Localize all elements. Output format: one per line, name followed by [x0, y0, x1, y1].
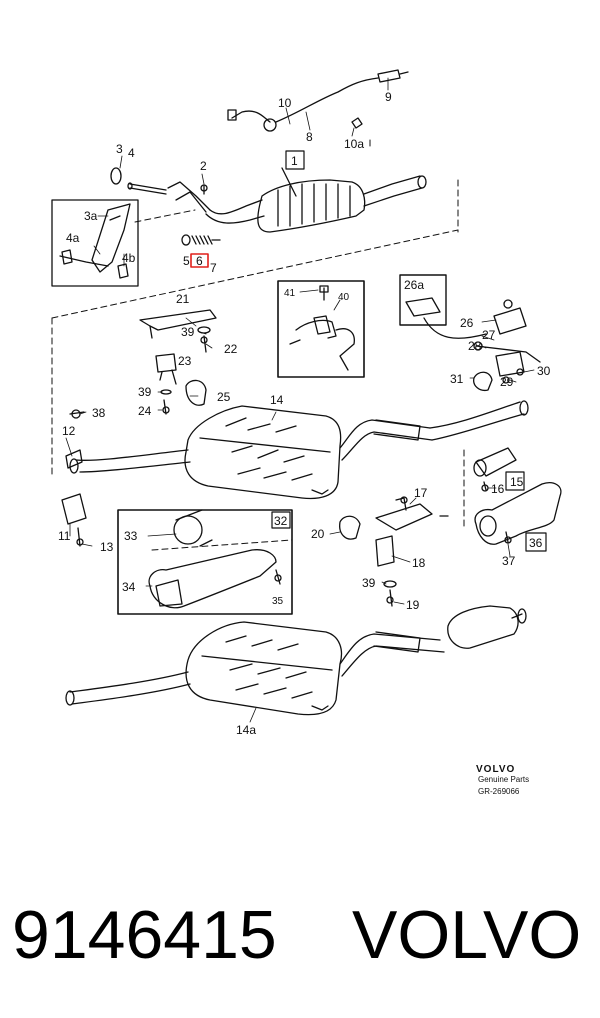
label-14a: 14a	[236, 723, 256, 737]
lower-muffler-assembly	[65, 605, 527, 716]
rear-hanger-parts	[473, 299, 541, 392]
part-number: 9146415	[12, 897, 277, 973]
label-10: 10	[278, 96, 292, 110]
label-28: 28	[468, 339, 482, 353]
label-10a: 10a	[344, 137, 364, 151]
front-flange-parts	[110, 167, 167, 195]
catalytic-converter-pipe	[167, 167, 427, 233]
label-8: 8	[306, 130, 313, 144]
bracket-inset	[51, 199, 139, 287]
rear-muffler-assembly	[69, 400, 529, 500]
label-7: 7	[210, 261, 217, 275]
part-1-box	[285, 150, 305, 170]
leader-lines	[65, 77, 535, 723]
label-1: 1	[291, 154, 298, 168]
label-12: 12	[62, 424, 76, 438]
label-35: 35	[272, 596, 284, 607]
label-11: 11	[58, 529, 71, 543]
part-labels: 10 9 8 10a 3 4 2 1 3a 4a 4b 5 6 7 41 40 …	[58, 90, 551, 737]
label-2: 2	[200, 159, 207, 173]
label-15: 15	[510, 475, 524, 489]
brand-logo-text: VOLVO	[476, 764, 515, 775]
single-tailpipe	[473, 447, 525, 492]
tailpipe-inset	[117, 509, 293, 615]
brand-name: VOLVO	[352, 897, 582, 973]
label-40: 40	[338, 292, 350, 303]
label-21: 21	[176, 292, 190, 306]
label-6: 6	[196, 254, 203, 268]
label-4b: 4b	[122, 251, 136, 265]
label-39-top: 39	[181, 325, 195, 339]
label-13: 13	[100, 540, 114, 554]
label-20: 20	[311, 527, 325, 541]
label-14: 14	[270, 393, 284, 407]
dashed-group-frame	[51, 139, 465, 551]
exhaust-system-diagram: 10 9 8 10a 3 4 2 1 3a 4a 4b 5 6 7 41 40 …	[51, 69, 562, 796]
label-4a: 4a	[66, 231, 80, 245]
label-17: 17	[414, 486, 428, 500]
label-41: 41	[284, 288, 296, 299]
dual-tailpipe	[474, 482, 562, 552]
label-27: 27	[482, 328, 496, 342]
volvo-brand-block: VOLVO Genuine Parts GR-269066	[476, 764, 529, 796]
label-34: 34	[122, 580, 136, 594]
label-39-mid: 39	[138, 385, 152, 399]
label-30: 30	[537, 364, 551, 378]
brand-subtitle: Genuine Parts	[478, 775, 529, 784]
label-31: 31	[450, 372, 464, 386]
part-6-highlight	[190, 253, 209, 268]
label-24: 24	[138, 404, 152, 418]
label-3: 3	[116, 142, 123, 156]
rubber-hanger-bracket	[339, 496, 449, 607]
label-29: 29	[500, 375, 514, 389]
rear-hanger-bracket	[139, 309, 217, 415]
label-26a: 26a	[404, 278, 424, 292]
label-4: 4	[128, 146, 135, 160]
label-18: 18	[412, 556, 426, 570]
footer-caption: 9146415 VOLVO	[0, 880, 600, 990]
label-9: 9	[385, 90, 392, 104]
heat-shield-inset	[399, 274, 487, 339]
label-3a: 3a	[84, 209, 98, 223]
label-36: 36	[529, 536, 543, 550]
label-38: 38	[92, 406, 106, 420]
label-32: 32	[274, 514, 288, 528]
label-25: 25	[217, 390, 231, 404]
label-37: 37	[502, 554, 516, 568]
brand-ref: GR-269066	[478, 787, 520, 796]
label-39-low: 39	[362, 576, 376, 590]
label-16: 16	[491, 482, 505, 496]
front-clamp-parts	[61, 409, 87, 547]
clamp-inset	[277, 280, 365, 378]
label-19: 19	[406, 598, 420, 612]
label-23: 23	[178, 354, 192, 368]
label-33: 33	[124, 529, 138, 543]
label-22: 22	[224, 342, 238, 356]
oxygen-sensor-cable	[227, 69, 409, 132]
flange-spring-hardware	[181, 184, 221, 246]
label-26: 26	[460, 316, 474, 330]
label-5: 5	[183, 254, 190, 268]
